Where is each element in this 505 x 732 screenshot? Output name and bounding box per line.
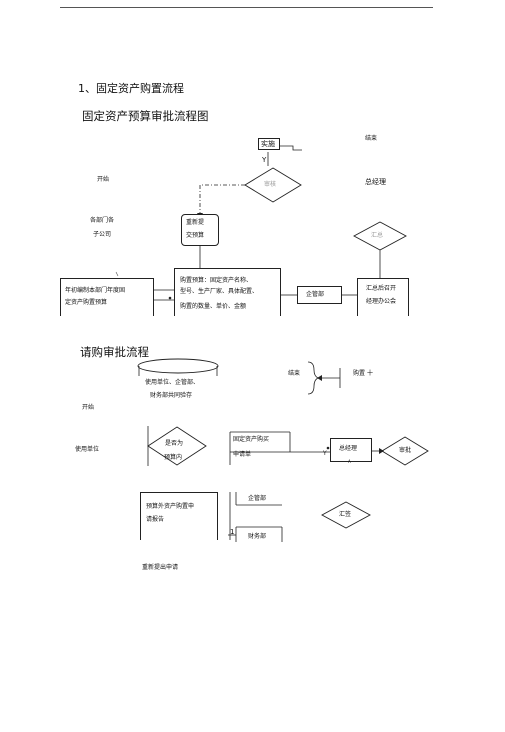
annual-budget-box: 年初编制本部门年度固 定资产购置预算: [60, 278, 154, 316]
implement-box: 实施: [258, 138, 280, 150]
review-diamond-label: 审核: [264, 181, 277, 188]
acceptance-ellipse: [137, 358, 219, 374]
summary-meeting-line-2: 经理办公会: [366, 298, 397, 305]
section-1-heading: 1、固定资产购置流程: [78, 82, 184, 95]
decision-line-2: 预算内: [164, 454, 183, 461]
start-label-2: 开始: [82, 404, 95, 411]
summary-meeting-line-1: 汇总后召开: [366, 285, 397, 292]
mgmt-label-2: 企管部: [248, 495, 267, 502]
countersign-label: 汇签: [339, 511, 352, 518]
summary-diamond-label: 汇总: [371, 232, 384, 239]
decision-line-1: 是否为: [165, 440, 184, 447]
page-top-rule: [60, 7, 433, 8]
mgmt-dept-box: 企管部: [297, 286, 342, 304]
gm-label: 总经理: [365, 178, 386, 186]
budget-detail-line-3: 购置的数量、单价、金额: [180, 303, 247, 310]
plus-mark: 十: [367, 370, 374, 377]
end-label-2: 结束: [288, 370, 301, 377]
subsidiary-label: 子公司: [93, 231, 112, 238]
yes-mark: Y: [262, 156, 267, 164]
small-mark: A: [348, 459, 351, 464]
annual-budget-line-2: 定资产购置预算: [65, 299, 108, 306]
report-line-1: 预算外资产购置申: [146, 503, 195, 510]
resubmit-label-1: 重新提: [186, 219, 205, 226]
budget-detail-box: 购置预算：固定资产名称、 型号、生产厂家、具体配置、 购置的数量、单价、金额: [174, 268, 281, 316]
request-form-line-2: 申请单: [233, 451, 252, 458]
budget-detail-line-2: 型号、生产厂家、具体配置、: [180, 288, 259, 295]
budget-detail-line-1: 购置预算：固定资产名称、: [180, 277, 253, 284]
acceptance-line-2: 财务部共同验存: [150, 392, 193, 399]
countersign-diamond: [321, 501, 371, 529]
review-diamond: [244, 167, 302, 203]
user-unit-label: 使用单位: [75, 446, 100, 453]
yes-mark-2: Y: [323, 450, 327, 457]
number-one-mark: 1: [230, 528, 235, 536]
finance-dept-label: 财务部: [248, 533, 267, 540]
gm-label-2: 总经理: [339, 445, 358, 452]
summary-meeting-box: 汇总后召开 经理办公会: [357, 278, 409, 316]
resubmit-request-label: 重新提出申请: [142, 564, 179, 571]
resubmit-budget-box: 重新提 交预算: [181, 214, 219, 246]
gm-box: 总经理: [330, 438, 372, 462]
out-of-budget-report-box: 预算外资产购置申 请报告: [140, 492, 218, 540]
purchase-label: 购置: [353, 370, 366, 377]
acceptance-line-1: 使用单位、企管部、: [145, 379, 200, 386]
mgmt-dept-label: 企管部: [306, 291, 325, 298]
section-1-subheading: 固定资产预算审批流程图: [82, 109, 209, 123]
dept-label: 各部门各: [90, 217, 115, 224]
end-label: 结束: [365, 135, 378, 142]
start-label: 开始: [97, 176, 110, 183]
request-form-line-1: 固定资产购买: [233, 436, 270, 443]
implement-label: 实施: [261, 140, 275, 148]
resubmit-label-2: 交预算: [186, 232, 205, 239]
annual-budget-line-1: 年初编制本部门年度固: [65, 287, 126, 294]
approve-diamond: [381, 436, 429, 466]
approve-label: 审批: [399, 447, 412, 454]
report-line-2: 请报告: [146, 516, 165, 523]
section-2-heading: 请购审批流程: [80, 345, 149, 359]
in-budget-diamond: [147, 426, 207, 466]
